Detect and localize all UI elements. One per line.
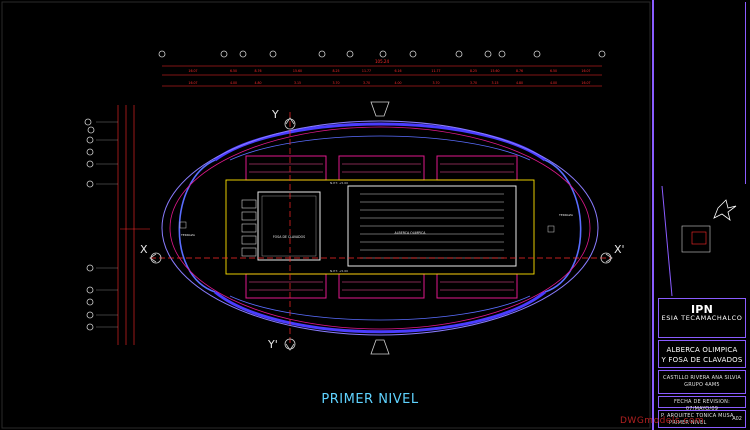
outer-roof-top <box>214 122 546 162</box>
plan-title: PRIMER NIVEL <box>321 392 419 407</box>
dimension-row-2-value: 4.80 <box>516 81 523 85</box>
dimension-row-2-value: 4.00 <box>230 81 237 85</box>
axis-label-x-left: X <box>140 243 148 256</box>
section-axis-lines <box>150 112 612 345</box>
diving-platforms <box>241 199 257 257</box>
axis-label-y-bottom: Y' <box>267 338 278 351</box>
stands-bottom-hatch <box>249 281 514 291</box>
level-label-top: N.P.T. +5.00 <box>330 181 348 185</box>
inner-ellipse <box>161 120 599 336</box>
level-label-bottom: N.P.T. +5.00 <box>330 269 348 273</box>
north-arrow-icon <box>661 185 737 297</box>
dimension-row-2-value: 3.70 <box>332 81 339 85</box>
left-grid-lines <box>96 121 118 328</box>
group-name: GRUPO 4AM5 <box>684 382 720 388</box>
axis-label-x-right: X' <box>614 243 625 256</box>
left-grid-bubbles <box>84 118 95 331</box>
dimension-row-2-value: 4.80 <box>254 81 261 85</box>
advisor-name: P. ARQUITEC TONICA MUSA <box>661 413 734 419</box>
dimension-row-1-value: 6.50 <box>230 69 237 73</box>
dimension-row-1-value: 6.16 <box>394 69 401 73</box>
terrace-label-right: TERRAZA <box>558 213 574 217</box>
diving-pit <box>257 191 321 261</box>
revision-cell: FECHA DE REVISION: 07/MAYO/09 <box>658 396 746 412</box>
pool-lanes <box>360 193 504 259</box>
title-block: IPN ESIA TECAMACHALCO ALBERCA OLIMPICA Y… <box>652 0 750 430</box>
dimension-row-1-value: 11.77 <box>362 69 371 73</box>
top-grid-bubbles <box>158 50 606 58</box>
dimension-row-2-value: 3.70 <box>470 81 477 85</box>
axis-label-y-top: Y <box>271 108 279 121</box>
dimension-row-1-value: 15.60 <box>293 69 302 73</box>
south-entrance <box>370 339 390 355</box>
dimension-row-1-value: 11.77 <box>431 69 440 73</box>
dimension-row-2-value: 3.70 <box>432 81 439 85</box>
dimension-row-1-value: 8.76 <box>516 69 523 73</box>
north-arrow-cell <box>658 185 746 297</box>
author-name: CASTILLO RIVERA ANA SILVIA <box>663 375 741 381</box>
north-entrance <box>370 101 390 117</box>
dimension-row-1-value: 16.07 <box>188 69 197 73</box>
main-hall-outline <box>225 179 535 275</box>
dimension-row-2-value: 3.15 <box>491 81 498 85</box>
dimension-row-2-value: 4.00 <box>550 81 557 85</box>
terrace-marker-left <box>179 221 187 229</box>
stands-top <box>229 135 531 181</box>
outer-shell-right-end <box>544 159 582 293</box>
top-dimension-row-2: 16.07 4.00 4.80 3.15 3.70 3.70 4.00 3.70 3.70 3.1… <box>188 81 590 85</box>
dimension-row-1-value: 8.25 <box>332 69 339 73</box>
sheet-name: PRIMER NIVEL <box>669 420 707 426</box>
dimension-row-1-value: 8.76 <box>254 69 261 73</box>
outer-shell-left-end <box>178 159 216 293</box>
top-dimension-lines <box>162 65 602 87</box>
project-line-1: ALBERCA OLIMPICA <box>666 346 738 354</box>
dimension-row-2-value: 16.07 <box>188 81 197 85</box>
dimension-row-2-value: 4.00 <box>394 81 401 85</box>
diving-pit-inner <box>261 195 317 257</box>
sheet-cell: P. ARQUITEC TONICA MUSA PRIMER NIVEL A02 <box>658 410 746 428</box>
institution-name: IPN <box>691 303 713 316</box>
pool-label: ALBERCA OLIMPICA <box>395 231 427 235</box>
total-dimension-label: 105.24 <box>375 59 389 64</box>
left-dimension-lines <box>117 105 135 345</box>
sheet-code: A02 <box>732 416 742 422</box>
top-dimension-row-1: 16.07 6.50 8.76 15.60 8.25 11.77 6.16 11.77 8.25… <box>188 69 590 73</box>
dimension-row-2-value: 16.07 <box>581 81 590 85</box>
dimension-row-1-value: 15.60 <box>490 69 499 73</box>
dimension-row-1-value: 16.07 <box>581 69 590 73</box>
dimension-row-1-value: 8.25 <box>470 69 477 73</box>
stands-bottom <box>229 273 531 321</box>
dimension-row-2-value: 3.70 <box>363 81 370 85</box>
drawing-frame <box>1 1 651 429</box>
inner-ellipse-2 <box>169 126 591 330</box>
project-cell: ALBERCA OLIMPICA Y FOSA DE CLAVADOS <box>658 340 746 368</box>
floor-plan-drawing: 105.24 16.07 6.50 8.76 15.60 8.25 11.77 6.16 11… <box>1 1 651 429</box>
terrace-marker-right <box>547 225 555 233</box>
watermark: DWGmodels.com <box>620 416 705 426</box>
dimension-row-1-value: 6.50 <box>550 69 557 73</box>
stands-top-hatch <box>249 163 514 173</box>
dimension-row-2-value: 3.15 <box>294 81 301 85</box>
outer-roof-bottom <box>214 290 546 334</box>
title-block-blank-top <box>658 2 746 184</box>
author-cell: CASTILLO RIVERA ANA SILVIA GRUPO 4AM5 <box>658 370 746 394</box>
school-name: ESIA TECAMACHALCO <box>661 314 743 322</box>
terrace-label-left: TERRAZA <box>180 233 196 237</box>
olympic-pool <box>347 185 517 267</box>
revision-date: FECHA DE REVISION: 07/MAYO/09 <box>673 399 731 412</box>
section-arrows <box>149 117 613 351</box>
diving-pit-label: FOSA DE CLAVADOS <box>273 235 305 239</box>
institution-cell: IPN ESIA TECAMACHALCO <box>658 298 746 338</box>
project-line-2: Y FOSA DE CLAVADOS <box>661 356 743 364</box>
